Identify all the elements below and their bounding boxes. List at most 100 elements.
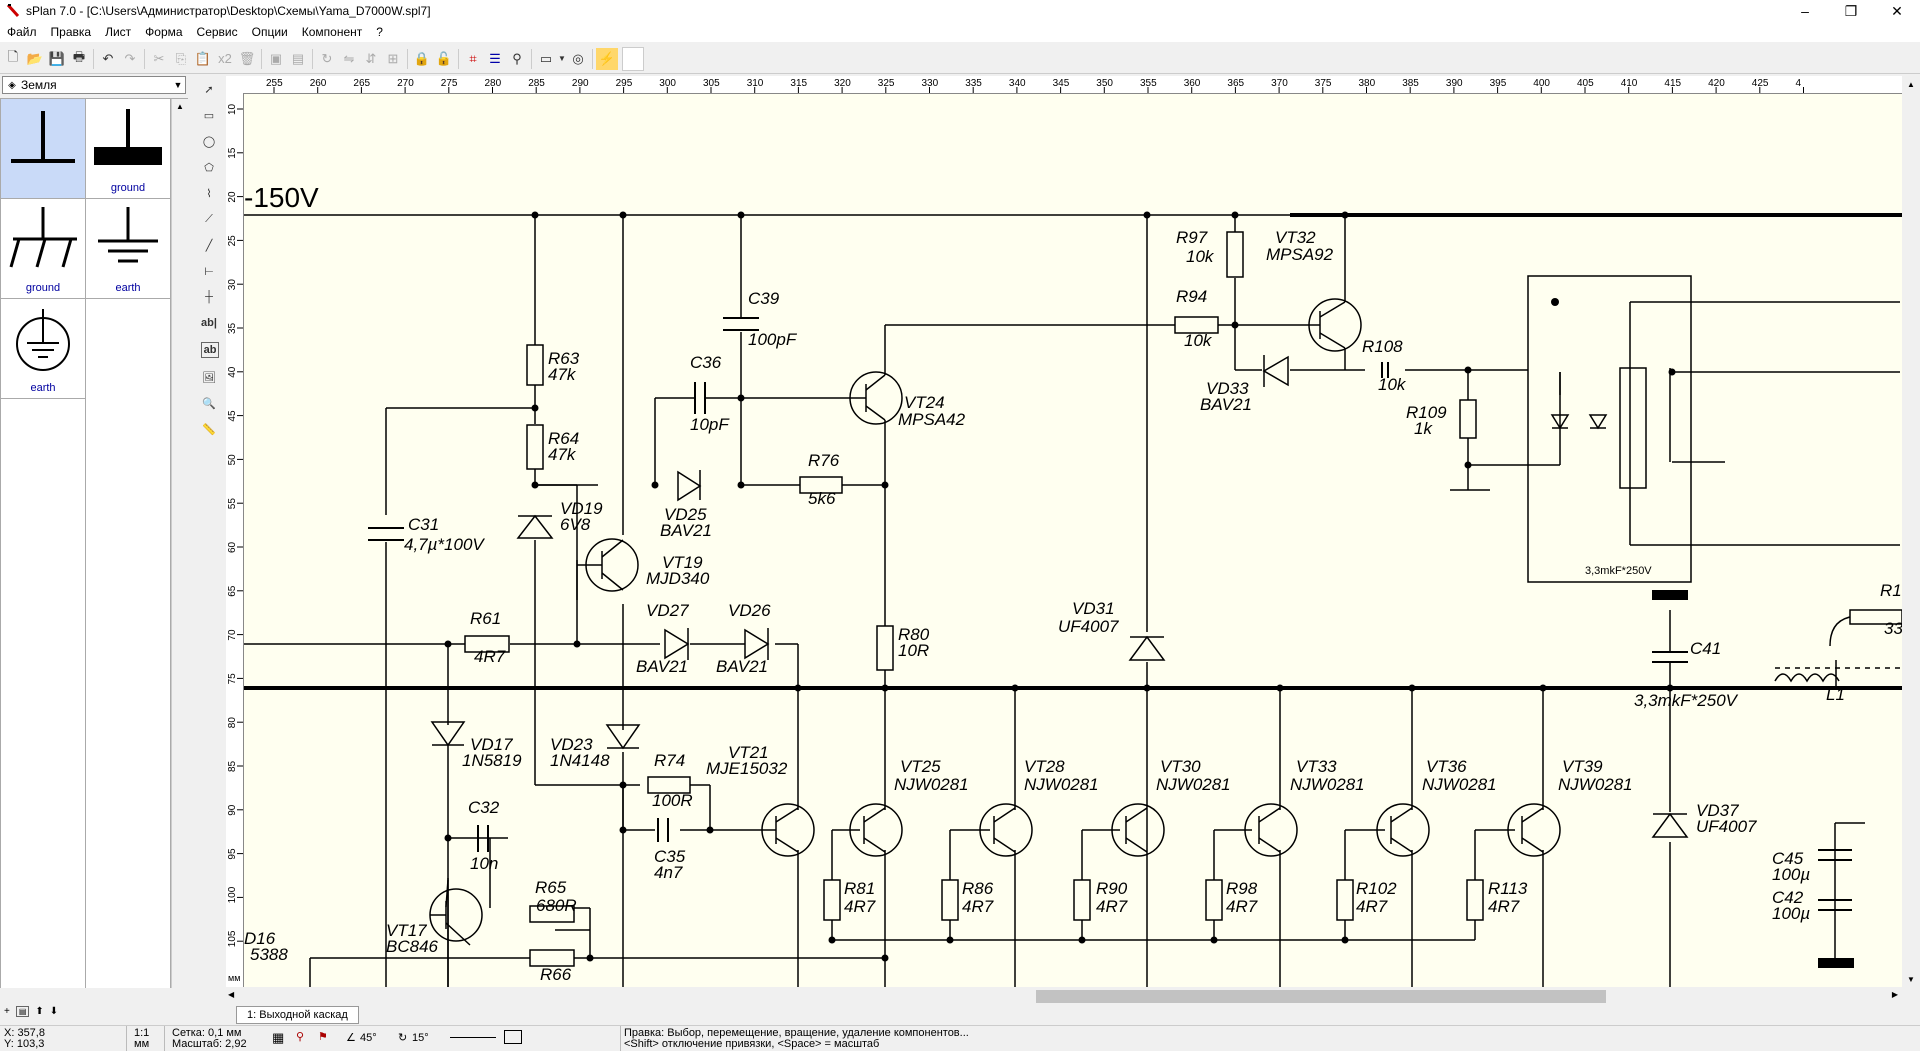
textbox-tool-icon[interactable]: ab: [201, 342, 219, 358]
component-label[interactable]: 4R7: [962, 897, 994, 916]
component-label[interactable]: 4,7µ*100V: [404, 535, 485, 554]
component-label[interactable]: 10k: [1186, 247, 1215, 266]
delete-icon[interactable]: 🗑: [238, 50, 256, 66]
component-label[interactable]: 47k: [548, 445, 577, 464]
component-label[interactable]: 5k6: [808, 489, 836, 508]
copy-icon[interactable]: ⎘: [175, 50, 187, 66]
menu-shape[interactable]: Форма: [145, 25, 183, 39]
grid-icon[interactable]: ▦: [272, 1030, 285, 1045]
component-label[interactable]: 5388: [250, 945, 288, 964]
library-item-ground-chassis[interactable]: ground: [1, 199, 86, 299]
component-label[interactable]: 10n: [470, 854, 498, 873]
component-label[interactable]: MJD340: [646, 569, 710, 588]
component-label[interactable]: VD25: [664, 505, 707, 524]
component-label[interactable]: 4R7: [1096, 897, 1128, 916]
component-label[interactable]: C39: [748, 289, 780, 308]
component-label[interactable]: R90: [1096, 879, 1128, 898]
vertical-scrollbar[interactable]: ▲ ▼: [1902, 76, 1920, 988]
component-label[interactable]: VT24: [904, 393, 945, 412]
menu-edit[interactable]: Правка: [50, 25, 92, 39]
ungroup-icon[interactable]: ▤: [291, 50, 305, 66]
component-label[interactable]: VD33: [1206, 379, 1249, 398]
component-label[interactable]: 680R: [536, 896, 577, 915]
menu-help[interactable]: ?: [376, 25, 383, 39]
menu-service[interactable]: Сервис: [196, 25, 238, 39]
component-label[interactable]: BAV21: [1200, 395, 1252, 414]
measure-tool-icon[interactable]: 📏: [202, 423, 216, 436]
component-label[interactable]: R61: [470, 609, 501, 628]
component-label[interactable]: VD37: [1696, 801, 1739, 820]
page-setup-icon[interactable]: ▭: [539, 50, 553, 66]
component-label[interactable]: VT32: [1275, 228, 1316, 247]
library-scrollbar[interactable]: ▲ ▼: [171, 99, 188, 1001]
component-label[interactable]: 100µ: [1772, 904, 1810, 923]
component-label[interactable]: NJW0281: [1558, 775, 1633, 794]
component-label[interactable]: R80: [898, 625, 930, 644]
paste-icon[interactable]: 📋: [194, 50, 212, 66]
open-folder-icon[interactable]: 📂: [26, 50, 44, 66]
component-label[interactable]: R86: [962, 879, 994, 898]
undo-icon[interactable]: ↶: [102, 50, 114, 66]
component-label[interactable]: R113: [1488, 879, 1528, 898]
component-label[interactable]: VD17: [470, 735, 513, 754]
library-item-ground-bar[interactable]: ground: [86, 99, 171, 199]
rectangle-tool-icon[interactable]: ▭: [203, 109, 215, 122]
component-label[interactable]: VT39: [1562, 757, 1603, 776]
library-select[interactable]: ◈ Земля ▼: [2, 76, 186, 94]
component-label[interactable]: 10k: [1378, 375, 1407, 394]
bezier-tool-icon[interactable]: ⌇: [206, 187, 212, 200]
component-label[interactable]: R63: [548, 349, 580, 368]
component-label[interactable]: 4R7: [474, 647, 506, 666]
library-item-ground-plain[interactable]: [1, 99, 86, 199]
new-file-icon[interactable]: 🗋: [7, 48, 19, 64]
angle-value-1[interactable]: 45°: [360, 1032, 377, 1044]
move-up-icon[interactable]: ⬆: [35, 1006, 44, 1017]
angle-icon[interactable]: ∠: [346, 1032, 356, 1044]
component-label[interactable]: BAV21: [660, 521, 712, 540]
component-label[interactable]: 33: [1884, 619, 1902, 638]
component-label[interactable]: R64: [548, 429, 579, 448]
component-label[interactable]: R94: [1176, 287, 1207, 306]
grid-size[interactable]: Сетка: 0,1 мм: [172, 1027, 242, 1039]
component-label[interactable]: R97: [1176, 228, 1208, 247]
component-label[interactable]: NJW0281: [1422, 775, 1497, 794]
component-label[interactable]: R74: [654, 751, 685, 770]
magic-icon[interactable]: ⚡: [596, 47, 618, 70]
component-label[interactable]: 47k: [548, 365, 577, 384]
component-label[interactable]: 6V8: [560, 515, 591, 534]
component-label[interactable]: 10R: [898, 641, 929, 660]
component-label[interactable]: VT19: [662, 553, 703, 572]
component-label[interactable]: 100R: [652, 791, 693, 810]
lock-icon[interactable]: 🔒: [413, 50, 431, 66]
menu-options[interactable]: Опции: [251, 25, 288, 39]
component-label[interactable]: VD23: [550, 735, 593, 754]
component-label[interactable]: NJW0281: [1290, 775, 1365, 794]
scroll-up-icon[interactable]: ▲: [176, 102, 184, 111]
component-label[interactable]: D16: [244, 929, 276, 948]
scroll-up-icon[interactable]: ▲: [1907, 80, 1915, 89]
component-label[interactable]: VT21: [728, 743, 769, 762]
component-label[interactable]: R98: [1226, 879, 1258, 898]
component-label[interactable]: R76: [808, 451, 840, 470]
component-label[interactable]: VD26: [728, 601, 771, 620]
polygon-tool-icon[interactable]: ⬠: [204, 161, 214, 174]
component-label[interactable]: VT25: [900, 757, 941, 776]
menu-file[interactable]: Файл: [7, 25, 37, 39]
component-label[interactable]: NJW0281: [1024, 775, 1099, 794]
component-label[interactable]: MJE15032: [706, 759, 788, 778]
snap-icon[interactable]: ⌗: [469, 50, 477, 66]
component-label[interactable]: C36: [690, 353, 722, 372]
print-icon[interactable]: 🖶: [72, 48, 86, 64]
component-label[interactable]: C35: [654, 847, 686, 866]
component-label[interactable]: 10pF: [690, 415, 730, 434]
redo-icon[interactable]: ↷: [124, 50, 136, 66]
component-label[interactable]: VT30: [1160, 757, 1201, 776]
fill-sample-icon[interactable]: [504, 1030, 522, 1044]
library-item-ground-circle[interactable]: earth: [1, 299, 86, 399]
page-tab[interactable]: 1: Выходной каскад: [236, 1006, 359, 1024]
component-label[interactable]: MPSA92: [1266, 245, 1334, 264]
component-label[interactable]: 4R7: [844, 897, 876, 916]
component-label[interactable]: VD27: [646, 601, 689, 620]
component-label[interactable]: 4n7: [654, 863, 683, 882]
